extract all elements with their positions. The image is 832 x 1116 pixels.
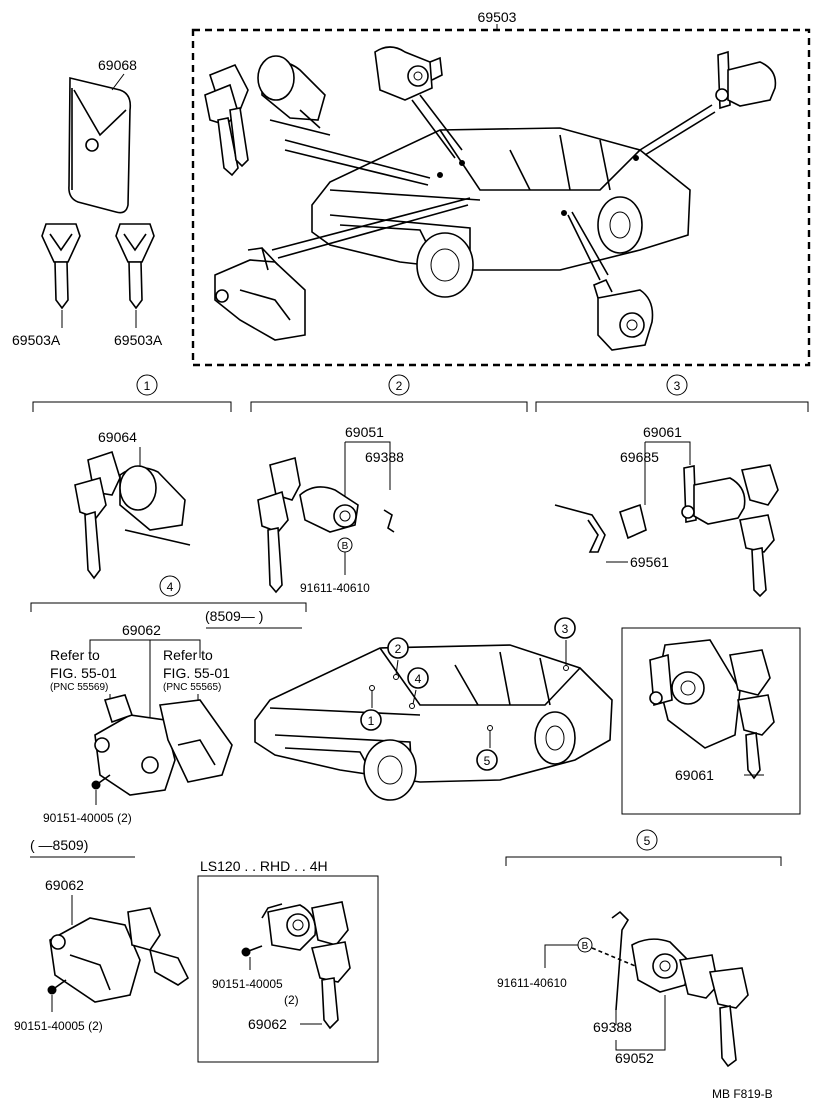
key-case-illustration (68, 76, 132, 214)
car-marker-3: 3 (554, 617, 576, 639)
svg-text:2: 2 (396, 379, 403, 393)
lower-left-screw-label: 90151-40005 (2) (14, 1019, 103, 1033)
svg-text:1: 1 (368, 714, 375, 728)
right-box-part-label: 69061 (675, 767, 714, 783)
group-marker-2: 2 (388, 374, 410, 396)
group-3: 69061 69685 69561 (554, 424, 779, 598)
ls120-screw-illustration (241, 945, 263, 957)
car-marker-2: 2 (387, 637, 409, 659)
door-lock-cylinder-top-illustration (374, 46, 443, 101)
lower-left-date-range: ( —8509) (30, 837, 88, 853)
svg-text:B: B (582, 941, 589, 952)
g4-screw-illustration (91, 774, 111, 790)
g3-part-c-label: 69561 (630, 554, 669, 570)
group-4: (8509— ) 69062 Refer to FIG. 55-01 (PNC … (43, 608, 302, 825)
group-marker-5: 5 (636, 829, 658, 851)
top-car-illustration (311, 127, 691, 298)
footer-code: MB F819-B (712, 1087, 773, 1101)
g5-bolt-part-label: 91611-40610 (497, 976, 567, 990)
g1-part-label: 69064 (98, 429, 137, 445)
g4-ref2-line3: (PNC 55565) (163, 682, 221, 693)
car-marker-4: 4 (407, 667, 429, 689)
g4-ref2-line2: FIG. 55-01 (163, 665, 230, 681)
lower-left-lock-illustration (49, 907, 190, 1003)
g3-part-a-label: 69061 (643, 424, 682, 440)
svg-text:4: 4 (167, 580, 174, 594)
g4-screw-label: 90151-40005 (2) (43, 811, 132, 825)
g2-bolt-marker: B (337, 537, 353, 553)
g3-part-b-label: 69685 (620, 449, 659, 465)
key-right-illustration (115, 223, 155, 310)
group-marker-4: 4 (159, 575, 181, 597)
center-car-illustration (254, 640, 613, 801)
group-marker-1: 1 (136, 374, 158, 396)
g4-ref1-line3: (PNC 55569) (50, 682, 108, 693)
door-lock-bezel-illustration (593, 278, 654, 351)
group-5: B 91611-40610 69388 69052 (497, 910, 749, 1068)
g4-ref2-line1: Refer to (163, 647, 213, 663)
g2-bolt-part-label: 91611-40610 (300, 581, 370, 595)
g1-ignition-lock-illustration (74, 450, 191, 580)
g4-ref1-line1: Refer to (50, 647, 100, 663)
group-marker-3: 3 (666, 374, 688, 396)
ls120-screw-line1: 90151-40005 (212, 977, 283, 991)
ls120-title: LS120 . . RHD . . 4H (200, 858, 328, 874)
g5-part-b-label: 69052 (615, 1050, 654, 1066)
svg-text:5: 5 (644, 834, 651, 848)
svg-text:1: 1 (144, 379, 151, 393)
lower-left-screw-illustration (47, 979, 67, 995)
g5-door-lock-illustration (611, 910, 749, 1068)
ignition-lock-illustration (204, 55, 331, 177)
ls120-lock-illustration (261, 901, 351, 1030)
ls120-part-label: 69062 (248, 1016, 287, 1032)
lower-left-section: ( —8509) 69062 90151-40005 (2) (14, 837, 190, 1033)
car-marker-1: 1 (360, 709, 382, 731)
trunk-lock-illustration (715, 50, 777, 110)
svg-text:3: 3 (562, 622, 569, 636)
group-brackets (30, 401, 809, 866)
car-marker-5: 5 (476, 749, 498, 771)
g2-part-a-label: 69051 (345, 424, 384, 440)
key-right-label: 69503A (114, 332, 163, 348)
right-box-lock-illustration (649, 639, 775, 780)
g2-door-lock-illustration (257, 456, 395, 594)
svg-text:3: 3 (674, 379, 681, 393)
g5-bolt-marker: B (577, 937, 593, 953)
key-left-label: 69503A (12, 332, 61, 348)
g4-glovebox-lock-illustration (94, 694, 233, 796)
ls120-screw-line2: (2) (284, 993, 299, 1007)
g4-ref1-line2: FIG. 55-01 (50, 665, 117, 681)
svg-text:4: 4 (415, 672, 422, 686)
g2-part-b-label: 69388 (365, 449, 404, 465)
key-case-label: 69068 (98, 57, 137, 73)
svg-text:B: B (342, 541, 349, 552)
top-section: 69503 69068 69503A 69503A (12, 9, 811, 367)
lower-left-part-label: 69062 (45, 877, 84, 893)
g4-part-label: 69062 (122, 622, 161, 638)
key-left-illustration (41, 223, 81, 310)
g5-part-a-label: 69388 (593, 1019, 632, 1035)
ls120-box: LS120 . . RHD . . 4H 90151-40005 (2) 690… (197, 858, 379, 1063)
svg-text:5: 5 (484, 754, 491, 768)
assembly-label: 69503 (478, 9, 517, 25)
assembly-dashed-box (191, 28, 811, 367)
glovebox-lock-illustration (214, 247, 306, 341)
group-2: 69051 69388 B 91611-40610 (257, 424, 404, 595)
right-box: 69061 (621, 627, 801, 815)
g4-date-range: (8509— ) (205, 608, 263, 624)
g3-trunk-lock-illustration (554, 464, 779, 598)
group-1: 69064 (74, 429, 191, 580)
svg-text:2: 2 (395, 642, 402, 656)
